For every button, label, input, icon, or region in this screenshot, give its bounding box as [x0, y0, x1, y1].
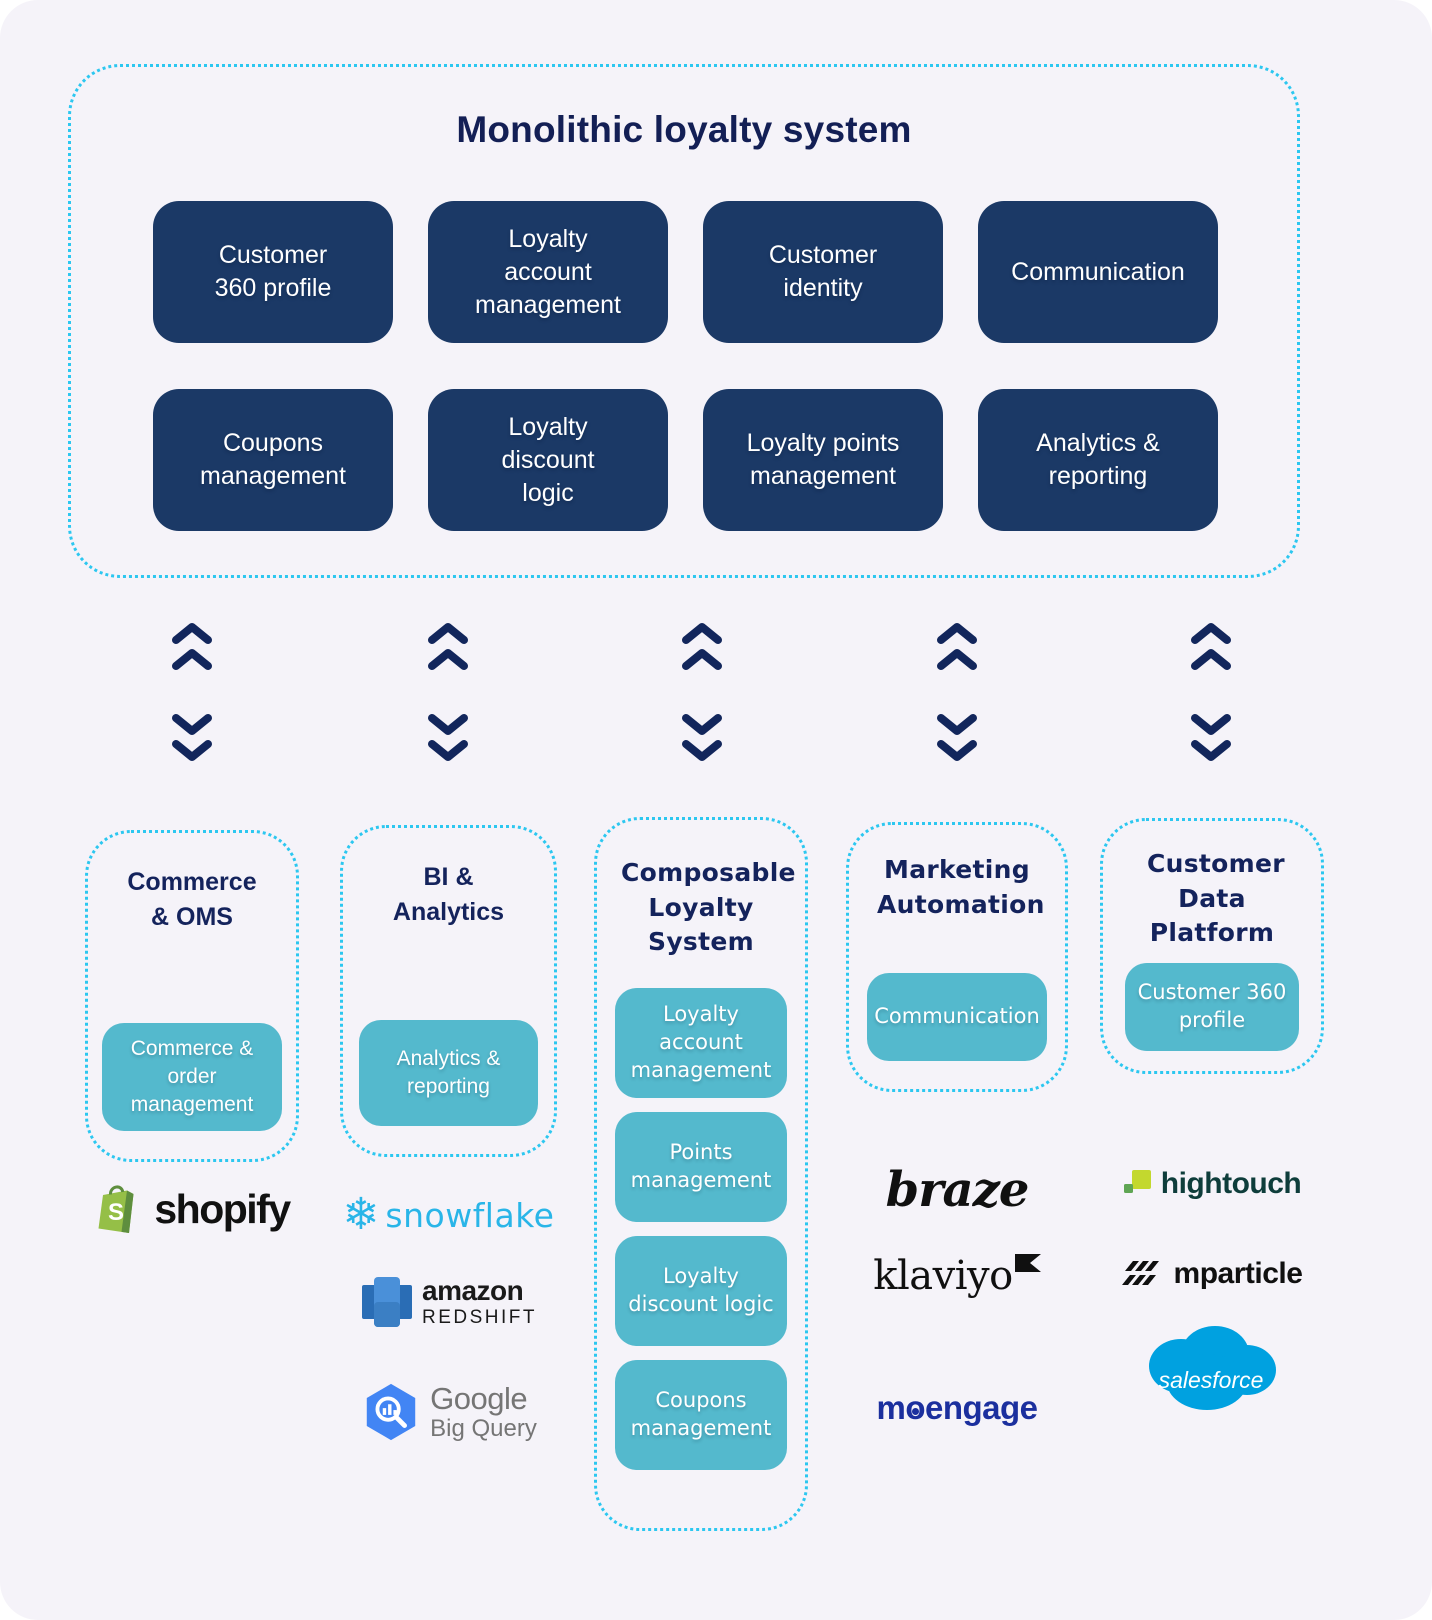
- shopify-wordmark: shopify: [154, 1185, 291, 1232]
- chevron-down-icon: [1191, 740, 1231, 761]
- capability-box-analytics-reporting: Analytics & reporting: [359, 1020, 538, 1126]
- chevron-down-icon: [682, 740, 722, 761]
- shopify-bag-icon: S: [98, 1185, 134, 1233]
- moengage-rest: engage: [924, 1389, 1038, 1426]
- hightouch-squares-icon: [1123, 1170, 1151, 1193]
- bidirectional-arrow-bi: [425, 620, 471, 764]
- bigquery-hexagon-icon: [366, 1383, 416, 1441]
- monolith-box-loyalty-account-management: Loyalty account management: [428, 201, 668, 343]
- monolith-box-coupons-management: Coupons management: [153, 389, 393, 531]
- mparticle-stripes-icon: [1121, 1261, 1159, 1285]
- chevron-down-icon: [1191, 714, 1231, 735]
- salesforce-logo: salesforce: [1100, 1312, 1324, 1432]
- chevron-up-icon: [1191, 623, 1231, 644]
- chevron-up-icon: [428, 623, 468, 644]
- chevron-up-icon: [682, 649, 722, 670]
- chevron-up-icon: [682, 623, 722, 644]
- google-text: Google: [430, 1381, 528, 1417]
- chevron-down-icon: [172, 714, 212, 735]
- bigquery-text: Big Query: [430, 1414, 537, 1442]
- capability-box-loyalty-account-management: Loyalty account management: [615, 988, 787, 1098]
- svg-text:S: S: [108, 1199, 124, 1226]
- bidirectional-arrow-marketing: [934, 620, 980, 764]
- klaviyo-logo: klaviyo: [846, 1244, 1068, 1308]
- redshift-wordmark: amazon REDSHIFT: [422, 1275, 537, 1328]
- redshift-text: REDSHIFT: [422, 1307, 537, 1328]
- bigquery-wordmark: Google Big Query: [430, 1383, 537, 1441]
- capability-box-loyalty-discount-logic: Loyalty discount logic: [615, 1236, 787, 1346]
- salesforce-cloud-icon: salesforce: [1149, 1326, 1276, 1410]
- chevron-down-icon: [172, 740, 212, 761]
- column-customer-data-platform: Customer Data Platform Customer 360 prof…: [1100, 818, 1324, 1074]
- column-bi-analytics: BI & Analytics Analytics & reporting: [340, 825, 557, 1157]
- chevron-down-icon: [682, 714, 722, 735]
- column-title: Marketing Automation: [877, 855, 1045, 919]
- chevron-down-icon: [937, 714, 977, 735]
- monolith-box-loyalty-points-management: Loyalty points management: [703, 389, 943, 531]
- bidirectional-arrow-composable: [679, 620, 725, 764]
- capability-box-coupons-management: Coupons management: [615, 1360, 787, 1470]
- chevron-down-icon: [937, 740, 977, 761]
- moengage-dotted-o: o: [905, 1389, 925, 1426]
- column-title: Composable Loyalty System: [621, 858, 796, 956]
- monolith-box-analytics-reporting: Analytics & reporting: [978, 389, 1218, 531]
- column-composable-loyalty-system: Composable Loyalty System Loyalty accoun…: [594, 817, 808, 1531]
- mparticle-logo: mparticle: [1100, 1250, 1324, 1298]
- bidirectional-arrow-cdp: [1188, 620, 1234, 764]
- bidirectional-arrow-commerce: [169, 620, 215, 764]
- monolith-box-communication: Communication: [978, 201, 1218, 343]
- chevron-up-icon: [172, 649, 212, 670]
- braze-wordmark: braze: [885, 1162, 1030, 1218]
- column-title: BI & Analytics: [392, 863, 505, 926]
- capability-box-points-management: Points management: [615, 1112, 787, 1222]
- redshift-database-icon: [362, 1277, 412, 1327]
- klaviyo-wordmark: klaviyo: [873, 1253, 1013, 1299]
- mparticle-wordmark: mparticle: [1173, 1257, 1303, 1290]
- amazon-redshift-logo: amazon REDSHIFT: [340, 1260, 557, 1344]
- klaviyo-flag-icon: [1014, 1254, 1041, 1272]
- monolithic-panel-title: Monolithic loyalty system: [456, 109, 912, 150]
- monolithic-system-panel: Monolithic loyalty system Customer 360 p…: [68, 64, 1300, 578]
- braze-logo: braze: [846, 1152, 1068, 1228]
- chevron-down-icon: [428, 740, 468, 761]
- snowflake-wordmark: snowflake: [385, 1195, 555, 1235]
- column-commerce-oms: Commerce & OMS Commerce & order manageme…: [85, 830, 299, 1162]
- moengage-m: m: [876, 1389, 906, 1426]
- monolith-box-loyalty-discount-logic: Loyalty discount logic: [428, 389, 668, 531]
- column-marketing-automation: Marketing Automation Communication: [846, 822, 1068, 1092]
- snowflake-icon: ❄: [342, 1190, 380, 1239]
- column-title: Customer Data Platform: [1147, 849, 1285, 947]
- capability-box-customer-360-profile: Customer 360 profile: [1125, 963, 1299, 1051]
- capability-box-commerce-order-management: Commerce & order management: [102, 1023, 282, 1131]
- hightouch-logo: hightouch: [1100, 1158, 1324, 1210]
- amazon-text: amazon: [422, 1275, 524, 1306]
- chevron-up-icon: [172, 623, 212, 644]
- capability-box-communication: Communication: [867, 973, 1047, 1061]
- monolith-box-customer-identity: Customer identity: [703, 201, 943, 343]
- monolithic-box-grid: Customer 360 profile Loyalty account man…: [153, 201, 1218, 531]
- svg-text:salesforce: salesforce: [1159, 1367, 1264, 1393]
- chevron-up-icon: [1191, 649, 1231, 670]
- column-title: Commerce & OMS: [127, 868, 257, 931]
- google-bigquery-logo: Google Big Query: [340, 1372, 557, 1452]
- chevron-up-icon: [428, 649, 468, 670]
- hightouch-wordmark: hightouch: [1160, 1167, 1302, 1200]
- chevron-down-icon: [428, 714, 468, 735]
- chevron-up-icon: [937, 649, 977, 670]
- monolith-box-customer-360-profile: Customer 360 profile: [153, 201, 393, 343]
- chevron-up-icon: [937, 623, 977, 644]
- shopify-logo: S shopify: [85, 1172, 299, 1246]
- snowflake-logo: ❄ snowflake: [340, 1186, 557, 1244]
